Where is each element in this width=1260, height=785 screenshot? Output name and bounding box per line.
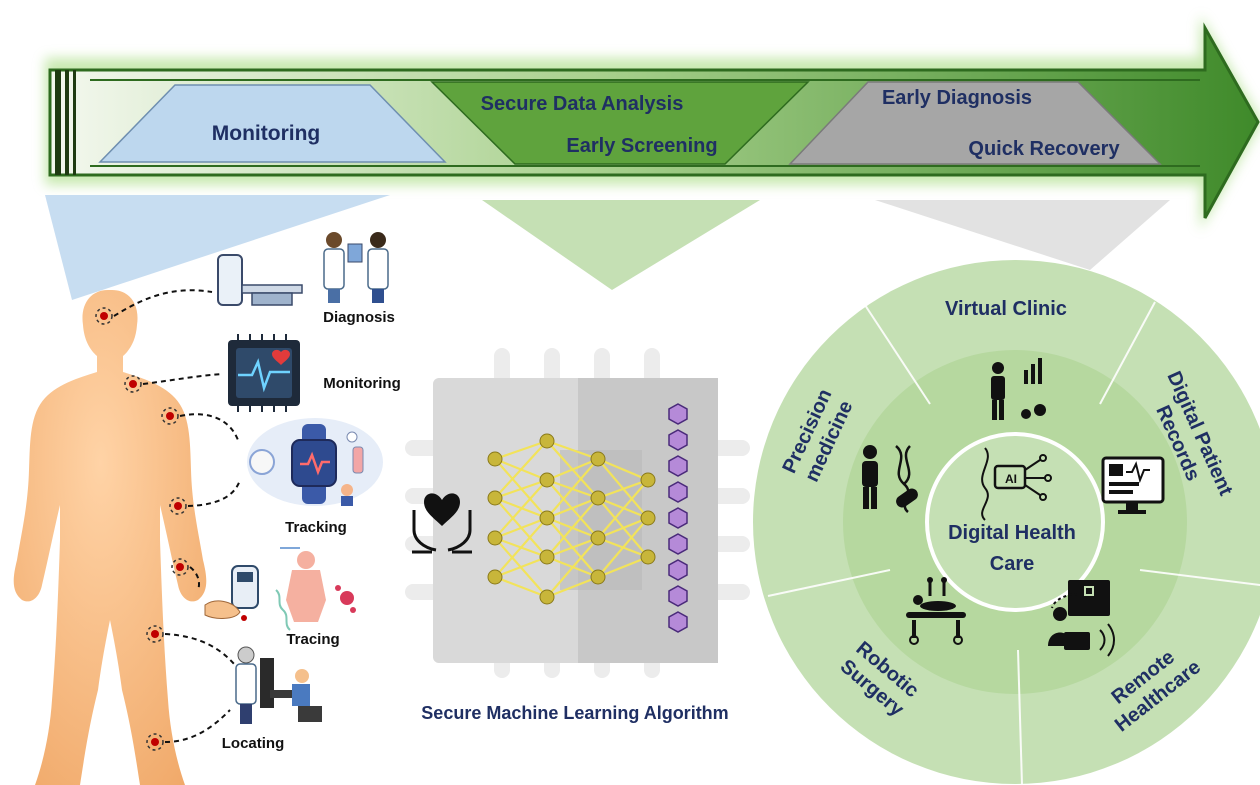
blockchain-icon — [668, 403, 688, 633]
stage-monitoring-label: Monitoring — [212, 122, 320, 145]
rehab-robot-icon — [235, 646, 322, 724]
stage-screening-label: Early Screening — [566, 135, 717, 157]
sensor-connectors — [113, 289, 241, 743]
blue-funnel-triangle — [45, 195, 390, 300]
locating-label: Locating — [222, 735, 285, 752]
virtual-clinic-icon — [991, 358, 1046, 420]
stage-analysis-panel — [430, 81, 810, 165]
glucose-meter-icon — [204, 565, 259, 621]
mri-scanner-icon — [217, 254, 303, 306]
stage-recovery-label: Quick Recovery — [968, 138, 1120, 160]
remote-healthcare-icon — [1048, 580, 1115, 657]
ml-chip-board — [405, 348, 750, 678]
doctors-icon — [323, 232, 389, 303]
heart-hands-icon — [412, 493, 472, 554]
wheel-center-line1: Digital Health — [948, 522, 1076, 544]
diagnosis-label: Diagnosis — [323, 309, 395, 326]
monitoring-label: Monitoring — [323, 375, 400, 392]
body-sensors — [95, 307, 189, 751]
robotic-surgery-icon — [906, 577, 966, 645]
precision-medicine-icon — [862, 445, 918, 513]
chip-heartbeat-icon — [228, 334, 300, 412]
ai-icon-text: AI — [1005, 472, 1017, 486]
wheel-center-line2: Care — [990, 553, 1034, 575]
smartwatch-icon — [247, 418, 383, 506]
ml-caption: Secure Machine Learning Algorithm — [421, 703, 728, 723]
virtual-clinic-label: Virtual Clinic — [945, 298, 1067, 320]
stage-monitoring-panel — [98, 84, 447, 163]
green-funnel-triangle — [482, 200, 760, 290]
human-body-figure — [13, 290, 207, 785]
neural-network-icon — [487, 433, 656, 605]
body-tracing-icon — [275, 547, 356, 631]
patient-records-icon — [1101, 456, 1165, 514]
stage-diagnosis-panel — [788, 81, 1162, 165]
ai-dna-icon — [981, 447, 1052, 521]
grey-funnel-triangle — [875, 200, 1170, 270]
stage-analysis-label: Secure Data Analysis — [481, 93, 684, 115]
tracking-label: Tracking — [285, 519, 347, 536]
stage-diagnosis-label: Early Diagnosis — [882, 87, 1032, 109]
tracing-label: Tracing — [286, 631, 339, 648]
